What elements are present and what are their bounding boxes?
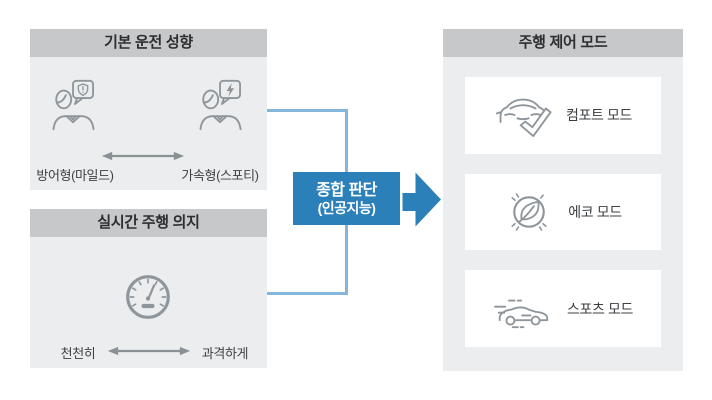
judgment-title: 종합 판단: [316, 181, 377, 199]
comfort-mode-card: 컴포트 모드: [465, 77, 661, 154]
realtime-will-body: 천천히 과격하게: [30, 237, 267, 368]
speeding-car-icon: [494, 299, 549, 329]
slow-label: 천천히: [60, 346, 96, 361]
eco-mode-card: 에코 모드: [465, 173, 661, 251]
defensive-label: 방어형(마일드): [36, 168, 114, 183]
will-range-arrow: [107, 346, 191, 356]
sporty-label: 가속형(스포티): [181, 168, 259, 183]
judgment-arrow-icon: [402, 172, 441, 227]
judgment-box: 종합 판단 (인공지능): [293, 172, 400, 225]
control-mode-body: 컴포트 모드: [443, 57, 683, 371]
control-mode-panel: 주행 제어 모드 컴포트 모드: [443, 29, 683, 371]
comfort-mode-label: 컴포트 모드: [566, 107, 632, 124]
aggressive-label: 과격하게: [201, 346, 249, 361]
realtime-will-panel: 실시간 주행 의지: [30, 209, 267, 368]
judgment-subtitle: (인공지능): [317, 199, 376, 216]
car-check-icon: [495, 98, 552, 137]
eco-leaf-icon: [511, 193, 547, 231]
realtime-will-title: 실시간 주행 의지: [30, 209, 267, 237]
sport-mode-card: 스포츠 모드: [465, 270, 661, 348]
sporty-driver-icon: [199, 79, 242, 131]
connector-top-line: [267, 109, 348, 112]
speedometer-icon: [126, 275, 170, 319]
basic-tendency-body: 방어형(마일드) 가속형(스포티): [30, 57, 267, 190]
basic-tendency-panel: 기본 운전 성향: [30, 29, 267, 190]
eco-mode-label: 에코 모드: [568, 204, 622, 220]
tendency-range-arrow: [101, 151, 185, 161]
basic-tendency-title: 기본 운전 성향: [30, 29, 267, 57]
control-mode-title: 주행 제어 모드: [443, 29, 683, 57]
sport-mode-label: 스포츠 모드: [567, 300, 633, 317]
connector-bottom-line: [267, 292, 348, 295]
defensive-driver-icon: [52, 79, 95, 131]
